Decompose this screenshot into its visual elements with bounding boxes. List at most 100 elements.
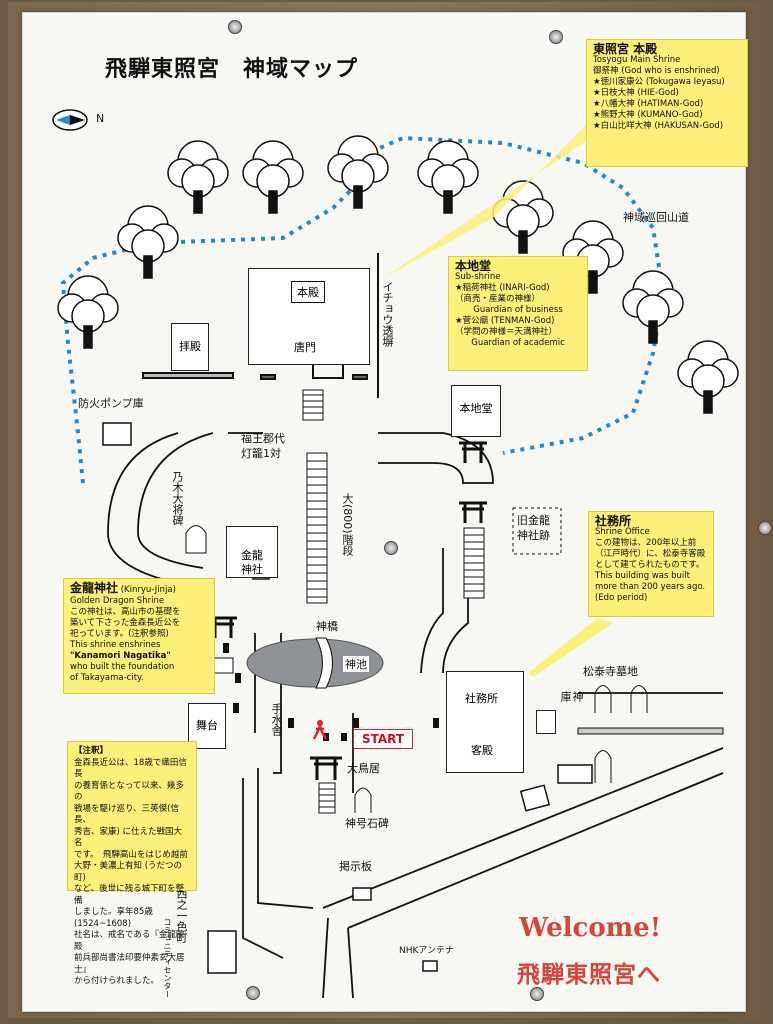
note-line: who built the foundation [70,662,175,672]
torii-gates [209,441,487,780]
trees [57,135,739,414]
shinkyo-label: 神橋 [316,620,338,633]
kinryu-shrine-building[interactable]: 金龍 神社 [226,526,278,578]
toshogu-note: 東照宮 本殿 Tosyogu Main Shrine 御祭神 (God who … [586,39,748,167]
haiden-building[interactable]: 拝殿 [171,323,209,371]
icho-fence-label: イチョウ透塀 [381,281,394,347]
tree [57,275,119,349]
shamusho-note-heading: 社務所 [595,514,632,528]
note-line: しました。享年85歳 (1524~1608) [74,907,153,929]
note-line: など、後世に残る城下町を整備 [74,884,185,906]
note-line: この建物は、200年以上前 [595,538,697,548]
kinryu-note-heading: 金龍神社 [70,581,119,595]
compass-icon [52,109,88,131]
lantern-label: 福王郡代 灯籠1対 [241,432,285,460]
note-line: 秀吉、家康) に仕えた戦国大名 [74,826,183,849]
shingo-stone-label: 神号石碑 [345,817,389,830]
note-line: ★稲荷神社 (INARI-God) [455,283,550,293]
kinryu-shrine-label: 金龍 神社 [241,549,263,576]
tree [327,135,389,209]
kinryu-note: 金龍神社 (Kinryu-Jinja) Golden Dragon Shrine… [63,578,215,694]
note-line: 社名は、戒名である『金龍院殿 [74,930,185,952]
note-line: ★菅公廟 (TENMAN-God) [455,316,555,326]
shinko-label: 神 庫 [559,691,584,702]
shamusho-note-english: Shrine Office [595,527,650,537]
note-line: （学問の神様＝天満神社） [455,327,558,337]
shinchi-label: 神池 [343,656,369,672]
note-line: Guardian of academic [471,338,565,348]
honden-building[interactable]: 本殿 唐門 [248,268,370,365]
pond [246,638,384,688]
nishinoisshiki-label: 西之一色町 [175,888,188,943]
tree [242,140,304,214]
map-sheet: N 飛騨東照宮 神域マップ 神域巡回山道 本殿 唐門 拝殿 本地堂 金龍 神社 … [22,12,748,1012]
note-line: ★熊野大神 (KUMANO-God) [593,110,703,120]
annotation-note: 【注釈】 金森長近公は、18歳で織田信長 の養育係となって以来、幾多の 戦場を駆… [67,741,197,986]
honjido-note-heading: 本地堂 [455,259,492,273]
otorii-label: 大鳥居 [347,762,380,775]
honjido-building[interactable]: 本地堂 [451,385,501,437]
fire-pump-shed-label: 防火ポンプ庫 [78,397,144,410]
matsudaira-cemetery-label: 松泰寺墓地 [583,665,638,678]
note-line: Guardian of business [473,305,563,315]
note-line: more than 200 years ago. [595,582,706,592]
great-stairs-label: 大(800)階段 [341,493,354,556]
tree [492,180,554,254]
tree [417,140,479,214]
haiden-label: 拝殿 [179,340,201,353]
butai-building[interactable]: 舞台 [188,703,226,749]
pushpin [530,987,544,1001]
pushpin [384,541,398,555]
shinko-building[interactable] [536,710,556,734]
note-line: です。 飛騨高山をはじめ越前 [74,849,188,860]
nogi-monument-label: 乃木大将碑 [171,471,184,526]
honden-label: 本殿 [291,281,325,303]
butai-label: 舞台 [196,719,218,732]
note-line: ★日枝大神 (HIE-God) [593,88,679,98]
honjido-label: 本地堂 [459,402,493,415]
shamusho-label: 社務所 [465,692,498,705]
note-line: 前兵部尚書法印要仲素玄大居士』 [74,953,185,975]
note-line: (Edo period) [595,593,648,603]
toshogu-note-english: Tosyogu Main Shrine [593,55,681,65]
pushpin [549,30,563,44]
kyakuden-label: 客殿 [471,744,493,757]
tree [117,205,179,279]
welcome-japanese: 飛騨東照宮へ [517,962,661,988]
honjido-note-english: Sub-shrine [455,272,501,282]
map-drawing [57,118,739,999]
tree [167,140,229,214]
note-line: ★八幡大神 (HATIMAN-God) [593,99,704,109]
note-line: ★白山比咩大神 (HAKUSAN-God) [593,121,724,131]
honjido-note: 本地堂 Sub-shrine ★稲荷神社 (INARI-God) （商売・産業の… [448,256,588,371]
start-marker: START [353,729,414,749]
note-line: 金森長近公は、18歳で織田信長 [74,757,187,780]
note-line: ★徳川家康公 (Tokugawa Ieyasu) [593,77,725,87]
note-line: （江戸時代）に、松泰寺客殿 [595,549,706,559]
kinryu-note-english: Golden Dragon Shrine [70,596,165,606]
tree [677,340,739,414]
annotation-note-heading: 【注釈】 [74,746,109,756]
person-icon [312,720,328,740]
note-line: 大野・美濃上有知 (うだつの町) [74,861,183,883]
shamusho-building[interactable]: 社務所 客殿 [446,671,524,773]
temizu-label: 手水舎 [270,703,283,736]
kinryu-note-english-inline: (Kinryu-Jinja) [120,585,176,595]
shamusho-note: 社務所 Shrine Office この建物は、200年以上前 （江戸時代）に、… [588,511,714,617]
pushpin [758,521,772,535]
note-line: の養育係となって以来、幾多の [74,780,184,803]
pushpin [228,20,242,34]
note-line: This building was built [595,571,690,581]
compass [51,109,91,131]
note-line: 築いて下さった金森長近公を [70,618,181,628]
note-line: （商売・産業の神様） [455,294,541,304]
compass-north-label: N [96,112,105,125]
toshogu-note-heading: 東照宮 本殿 [593,42,658,56]
old-kinryu-site-label: 旧金龍 神社跡 [517,514,550,542]
note-line: から付けられました。 [74,976,160,986]
note-line: "Kanamori Nagatika" [70,651,171,661]
pushpin [246,986,260,1000]
note-line: 祀っています。(注釈参照) [70,629,169,639]
welcome-english: Welcome! [519,913,662,943]
note-line: 御祭神 (God who is enshrined) [593,66,720,76]
